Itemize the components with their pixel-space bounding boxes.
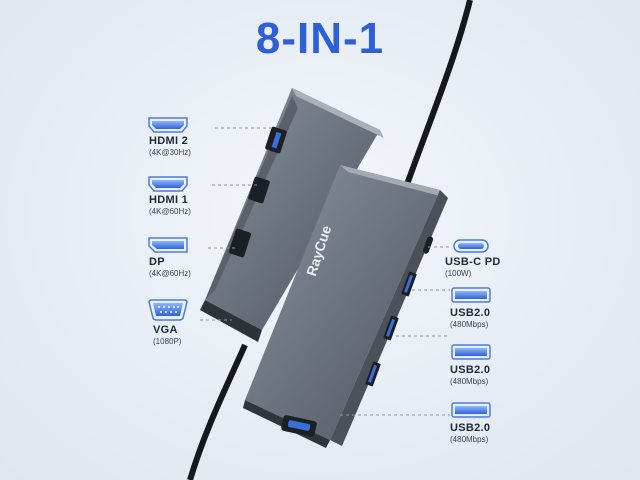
port-name: HDMI 1 [149, 194, 189, 206]
port-spec: (480Mbps) [450, 377, 489, 386]
hdmi-port-icon [148, 117, 188, 133]
port-name: USB-C PD [445, 256, 501, 268]
usb-c-port [422, 236, 434, 254]
label-usb2-1: USB2.0 (480Mbps) [450, 307, 490, 329]
vga-port-icon [148, 299, 188, 321]
label-vga: VGA (1080P) [153, 324, 181, 346]
port-spec: (480Mbps) [450, 320, 489, 329]
hdmi-port-icon [148, 176, 188, 192]
port-name: USB2.0 [450, 422, 491, 434]
port-spec: (4K@60Hz) [149, 269, 191, 278]
label-dp: DP (4K@60Hz) [149, 256, 191, 278]
port-spec: (4K@30Hz) [149, 148, 191, 157]
port-spec: (1080P) [153, 337, 182, 346]
port-name: DP [149, 256, 165, 268]
port-name: USB2.0 [450, 364, 491, 376]
usb-a-port-icon [451, 287, 491, 303]
back-hub-dp-port [228, 228, 252, 258]
label-hdmi1: HDMI 1 (4K@60Hz) [149, 194, 191, 216]
front-hub [243, 165, 448, 448]
port-name: VGA [153, 324, 178, 336]
port-spec: (100W) [445, 269, 472, 278]
port-name: HDMI 2 [149, 135, 189, 147]
back-hub [200, 88, 384, 342]
port-name: USB2.0 [450, 307, 491, 319]
displayport-icon [148, 237, 188, 253]
port-spec: (4K@60Hz) [149, 207, 191, 216]
leader-lines [200, 127, 450, 416]
label-usb-c-pd: USB-C PD (100W) [445, 256, 501, 278]
cable-bottom [187, 343, 248, 480]
usb-a-port-icon [451, 344, 491, 360]
label-usb2-2: USB2.0 (480Mbps) [450, 364, 490, 386]
back-hub-hdmi1-port [248, 176, 270, 204]
usb-c-port-icon [453, 239, 489, 253]
cable-top [402, 0, 473, 192]
port-spec: (480Mbps) [450, 435, 489, 444]
usb-a-port-icon [451, 402, 491, 418]
headline: 8-IN-1 [255, 14, 385, 63]
label-usb2-3: USB2.0 (480Mbps) [450, 422, 490, 444]
label-hdmi2: HDMI 2 (4K@30Hz) [149, 135, 191, 157]
